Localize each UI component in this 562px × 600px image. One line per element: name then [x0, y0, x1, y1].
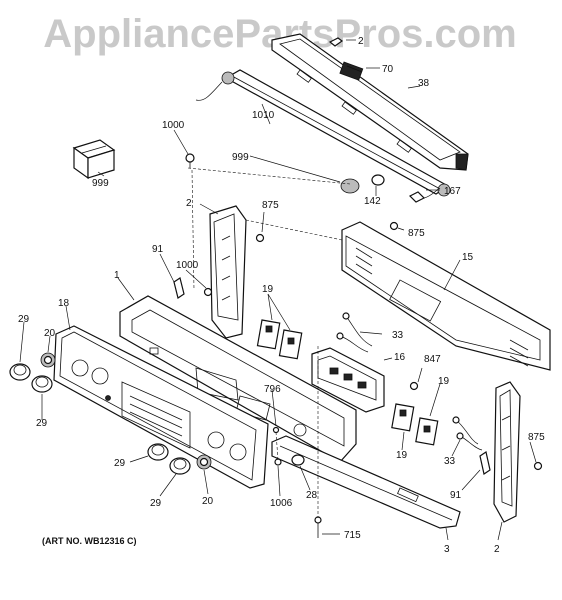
part-1-console-panel — [119, 295, 357, 463]
part-70-connector — [339, 61, 364, 81]
part-847-screw — [409, 381, 419, 391]
callout-29-bottom-left: 29 — [114, 458, 126, 469]
part-15-rear-panel — [341, 221, 551, 371]
callout-16: 16 — [394, 352, 406, 363]
part-38-top-rail — [271, 33, 469, 171]
part-1010-lamp-tube — [195, 69, 451, 197]
callout-847: 847 — [424, 354, 441, 365]
callout-20-left: 20 — [44, 328, 56, 339]
part-19-switch-right-a — [391, 403, 415, 432]
callout-142: 142 — [364, 196, 381, 207]
part-29-knob-bottom-left — [147, 443, 169, 461]
part-1000-screw-mid — [203, 287, 213, 297]
part-20-ring-bottom — [196, 454, 212, 470]
part-18-control-overlay — [53, 325, 269, 489]
callout-875-right: 875 — [528, 432, 545, 443]
part-142-socket — [340, 174, 385, 194]
callout-999-wire: 999 — [232, 152, 249, 163]
part-29-knob-top-left — [9, 363, 31, 381]
callout-1000-mid: 1000 — [176, 260, 199, 271]
callout-29-mid-left: 29 — [36, 418, 48, 429]
callout-875-mid: 875 — [408, 228, 425, 239]
callout-1: 1 — [114, 270, 120, 281]
callout-2-top: 2 — [358, 36, 364, 47]
callout-2-right: 2 — [494, 544, 500, 555]
part-2-top-clip — [328, 37, 344, 47]
callout-18: 18 — [58, 298, 70, 309]
part-16-control-board — [311, 347, 385, 413]
callout-1010: 1010 — [252, 110, 275, 121]
callout-28: 28 — [306, 490, 318, 501]
callout-796: 796 — [264, 384, 281, 395]
callout-38: 38 — [418, 78, 430, 89]
callout-91-right: 91 — [450, 490, 462, 501]
callout-29-top-left: 29 — [18, 314, 30, 325]
callout-1000-top: 1000 — [162, 120, 185, 131]
callout-33-low: 33 — [444, 456, 456, 467]
part-1000-screw-top — [185, 153, 195, 168]
art-number: (ART NO. WB12316 C) — [42, 536, 137, 546]
callout-70: 70 — [382, 64, 394, 75]
callout-19-low: 19 — [396, 450, 408, 461]
part-91-bracket-right — [479, 451, 491, 475]
callout-2-left: 2 — [186, 198, 192, 209]
callout-19-left: 19 — [262, 284, 274, 295]
callout-91-left: 91 — [152, 244, 164, 255]
callout-715: 715 — [344, 530, 361, 541]
callout-1006: 1006 — [270, 498, 293, 509]
callout-33-top: 33 — [392, 330, 404, 341]
part-2-right-endcap — [493, 381, 521, 523]
part-2-left-endcap — [209, 205, 247, 339]
callout-875-top: 875 — [262, 200, 279, 211]
part-796-clip — [272, 426, 280, 434]
part-19-switch-right-b — [415, 417, 439, 446]
part-20-ring-left — [40, 352, 56, 368]
callout-19-right: 19 — [438, 376, 450, 387]
part-19-switch-left-a — [256, 319, 281, 350]
part-715-screw — [314, 516, 322, 538]
part-999-box — [72, 139, 116, 180]
callout-29-bottom: 29 — [150, 498, 162, 509]
part-875-screw-left — [255, 233, 265, 243]
part-29-knob-bottom — [169, 457, 191, 475]
part-91-bracket-left — [173, 277, 185, 299]
part-33-harness-top — [336, 312, 373, 353]
part-29-knob-mid-left — [31, 375, 53, 393]
part-875-screw-right — [533, 461, 543, 471]
part-19-switch-left-b — [278, 329, 303, 360]
callout-20-bottom: 20 — [202, 496, 214, 507]
part-28-clip — [291, 454, 305, 466]
callout-167: 167 — [444, 186, 461, 197]
part-875-screw-mid — [389, 221, 399, 231]
part-33-harness-low — [452, 416, 483, 451]
part-3-bottom-trim — [271, 435, 461, 529]
part-167-lampholder — [408, 187, 441, 203]
callout-3: 3 — [444, 544, 450, 555]
callout-15: 15 — [462, 252, 474, 263]
callout-999-box: 999 — [92, 178, 109, 189]
